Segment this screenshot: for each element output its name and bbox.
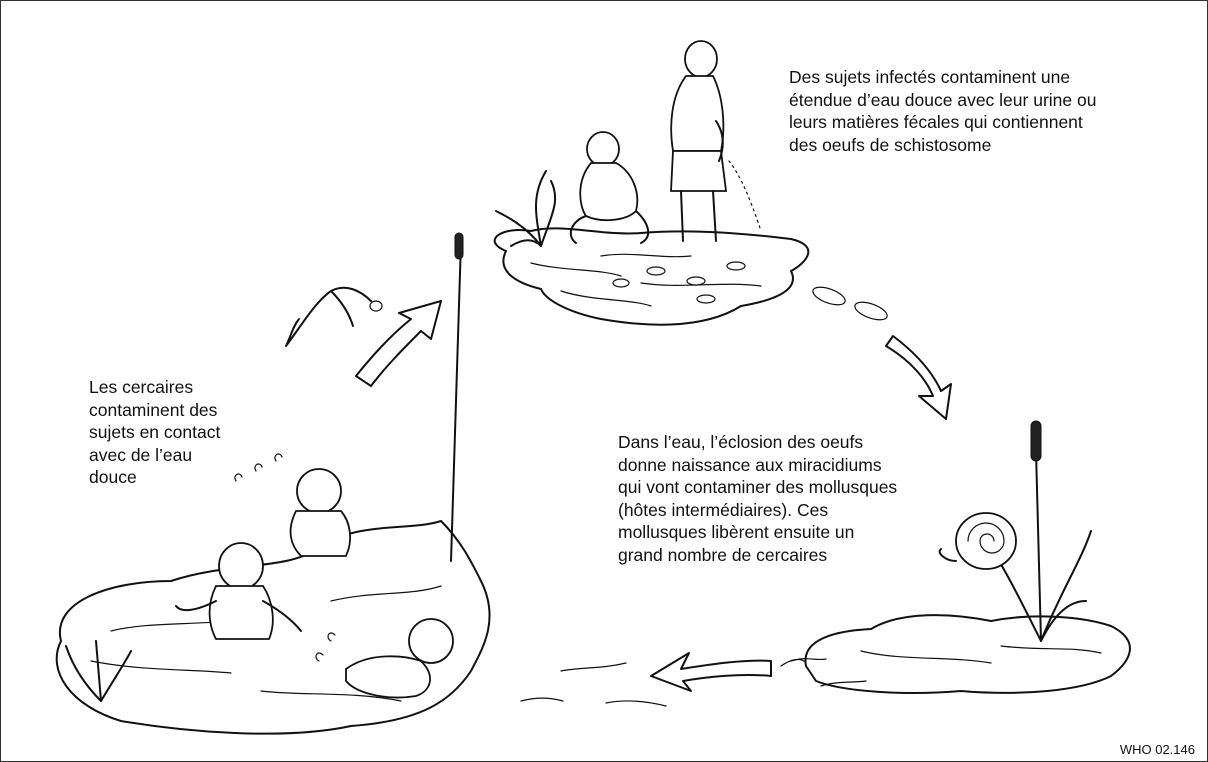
crouching-child-figure [571, 132, 648, 243]
caption-infection: Les cercaires contaminent des sujets en … [89, 376, 299, 489]
snail-icon [940, 513, 1016, 569]
arrow-snail-to-humans [651, 653, 771, 691]
swimming-child-figure [316, 619, 453, 698]
schistosome-eggs [613, 262, 745, 303]
top-pond-scene [495, 41, 809, 325]
left-cattail-icon [451, 241, 461, 561]
caption-contamination: Des sujets infectés contaminent une éten… [789, 66, 1179, 156]
arrow-eggs-to-snail [886, 336, 951, 419]
cercariae-icons [521, 659, 866, 706]
arrow-humans-to-infection [356, 301, 441, 386]
cercaria-icon [286, 288, 382, 346]
left-grass-icon [66, 641, 131, 701]
caption-snail-stage: Dans l’eau, l’éclosion des oeufs donne n… [618, 431, 948, 566]
miracidia-icon [811, 284, 890, 324]
reed-plant-icon [496, 171, 555, 246]
right-pond-outline [805, 615, 1129, 693]
smiling-child-figure [176, 543, 301, 639]
standing-man-figure [671, 41, 761, 241]
figure-credit: WHO 02.146 [1120, 742, 1195, 757]
